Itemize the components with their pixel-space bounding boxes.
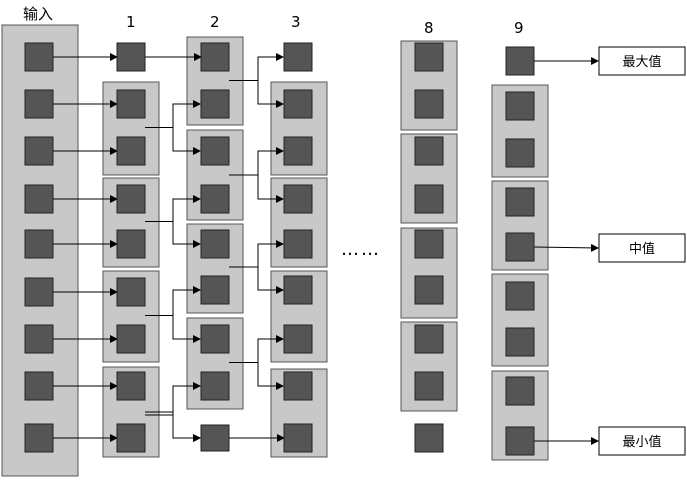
- stage-1-to-2-connector-8: [172, 412, 201, 442]
- stage-9-cell-7: [505, 327, 535, 357]
- stage-2-to-3-connector-2: [257, 80, 284, 108]
- stage-1-cell-2: [116, 89, 146, 119]
- stage-3-label: 3: [291, 13, 301, 31]
- input-cell-5: [24, 229, 54, 259]
- group-layer: [1, 24, 549, 477]
- stage-1-cell-9: [116, 423, 146, 453]
- stage-8-cell-7: [414, 324, 444, 354]
- stage-9-cell-3: [505, 138, 535, 168]
- stage-8-cell-5: [414, 229, 444, 259]
- stage-3-cell-8: [283, 371, 313, 401]
- stage-1-to-2-connector-6: [172, 315, 201, 343]
- stage-1-to-2-connector-7: [145, 382, 201, 413]
- stage-2-to-3-connector-4: [257, 175, 284, 203]
- stage-3-cell-4: [283, 184, 313, 214]
- to-median-arrow: [533, 243, 599, 252]
- stage-3-cell-5: [283, 229, 313, 259]
- stage-3-cell-7: [283, 324, 313, 354]
- stage-9-cell-4: [505, 187, 535, 217]
- stage-2-to-3-connector-6: [257, 267, 284, 294]
- input-cell-7: [24, 324, 54, 354]
- input-cell-3: [24, 136, 54, 166]
- stage-2-cell-5: [200, 229, 230, 259]
- stage-1-cell-1: [116, 42, 146, 72]
- stage-1-to-2-connector-5: [145, 286, 201, 316]
- stage-1-cell-3: [116, 136, 146, 166]
- stage-1-cell-5: [116, 229, 146, 259]
- stage-8-label: 8: [424, 19, 434, 37]
- cell-layer: [24, 42, 535, 456]
- output-min-label: 最小值: [622, 434, 661, 450]
- connection-layer: [53, 53, 599, 445]
- stage-9-cell-9: [505, 426, 535, 456]
- output-max-box: 最大值: [598, 46, 686, 76]
- output-min-box: 最小值: [598, 426, 686, 456]
- input-cell-4: [24, 184, 54, 214]
- stage-9-cell-5: [505, 232, 535, 262]
- stage-2-cell-7: [200, 324, 230, 354]
- output-median-box: 中值: [598, 233, 686, 263]
- stage-3-cell-3: [283, 136, 313, 166]
- stage-8-cell-4: [414, 184, 444, 214]
- stage-3-cell-9: [283, 423, 313, 453]
- stage-2-cell-2: [200, 89, 230, 119]
- stage-8-cell-6: [414, 275, 444, 305]
- stage-8-cell-8: [414, 371, 444, 401]
- stage-9-cell-2: [505, 91, 535, 121]
- stage-1-to-2-connector-1: [145, 100, 201, 128]
- stage-2-cell-4: [200, 184, 230, 214]
- stage-1-label: 1: [126, 13, 136, 31]
- stage-8-cell-2: [414, 89, 444, 119]
- stage-2-cell-8: [200, 371, 230, 401]
- input-cell-6: [24, 277, 54, 307]
- stage-3-cell-2: [283, 89, 313, 119]
- stage-2-cell-3: [200, 136, 230, 166]
- stage-1-to-2-connector-3: [145, 195, 201, 222]
- stage-2-to-3-connector-3: [229, 147, 284, 176]
- stage-1-cell-4: [116, 184, 146, 214]
- stage-1-to-2-connector-4: [172, 221, 201, 248]
- stage-1-cell-6: [116, 277, 146, 307]
- ellipsis: ……: [341, 239, 381, 260]
- input-cell-9: [24, 423, 54, 453]
- stage-2-to-3-connector-5: [229, 240, 284, 268]
- input-cell-2: [24, 89, 54, 119]
- stage-9-cell-1: [505, 46, 535, 76]
- input-column-label: 输入: [23, 5, 53, 23]
- stage-2-to-3-connector-7: [229, 335, 284, 363]
- stage-1-cell-7: [116, 324, 146, 354]
- output-median-label: 中值: [629, 241, 655, 257]
- stage-8-cell-9: [414, 423, 444, 453]
- stage-2-cell-9: [200, 424, 230, 452]
- output-max-label: 最大值: [622, 54, 661, 70]
- stage-9-cell-8: [505, 376, 535, 406]
- stage-2-cell-1: [200, 42, 230, 72]
- stage-2-label: 2: [210, 13, 220, 31]
- input-cell-8: [24, 371, 54, 401]
- stage-2-to-3-connector-1: [229, 53, 284, 81]
- stage-2-cell-6: [200, 275, 230, 305]
- stage-9-label: 9: [514, 19, 524, 37]
- stage-8-cell-1: [414, 42, 444, 72]
- stage-1-to-2-connector-2: [172, 127, 201, 155]
- stage-9-cell-6: [505, 281, 535, 311]
- stage-8-cell-3: [414, 136, 444, 166]
- stage-3-cell-6: [283, 275, 313, 305]
- stage-2-to-3-connector-8: [257, 362, 284, 390]
- stage-3-cell-1: [283, 42, 313, 72]
- stage-1-to-2-bottom-connector: [145, 414, 201, 442]
- input-cell-1: [24, 42, 54, 72]
- stage-1-cell-8: [116, 371, 146, 401]
